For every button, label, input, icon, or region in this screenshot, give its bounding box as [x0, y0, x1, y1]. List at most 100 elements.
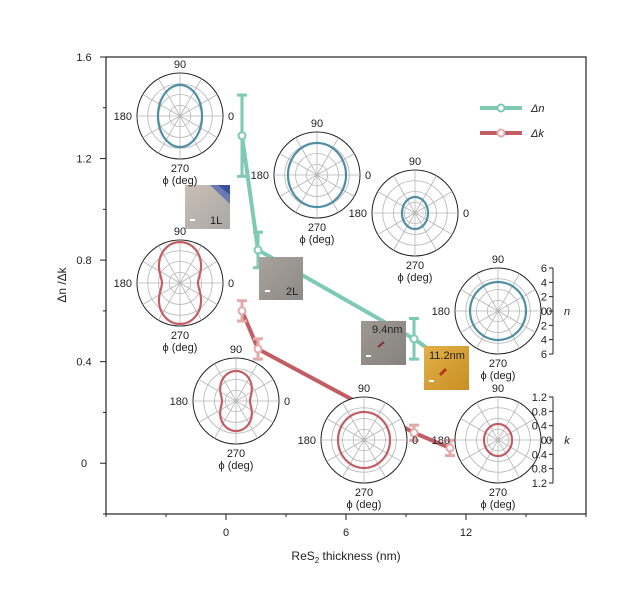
inset-2L: 2L: [259, 257, 303, 300]
n-scale-label: 4: [541, 277, 547, 289]
inset-2L-scalebar: [265, 290, 270, 292]
dk-line: [240, 310, 451, 450]
polar-axis-unit: ϕ (deg): [398, 272, 433, 284]
x-tick-label: 6: [343, 527, 349, 539]
polar-curve: [157, 241, 203, 325]
polar-label-90: 90: [230, 344, 242, 356]
polar-grid-spoke: [142, 261, 218, 305]
y-tick-label: 1.6: [76, 52, 91, 64]
n-scale-label: 6: [541, 349, 547, 361]
inset-1L-flake-edge: [218, 185, 230, 195]
inset-9-4nm: 9.4nm: [361, 321, 406, 365]
polar-label-270: 270: [171, 163, 189, 175]
polar-label-270: 270: [171, 330, 189, 342]
n-scale-name: n: [564, 306, 570, 318]
polar-label-0: 0: [463, 208, 469, 220]
inset-11-2nm-flake: [438, 367, 448, 377]
k-scale-label: 0: [541, 435, 547, 447]
polar-label-180: 180: [349, 208, 367, 220]
y-tick-label: 0: [81, 458, 87, 470]
polar-label-270: 270: [406, 260, 424, 272]
polar-label-90: 90: [492, 254, 504, 266]
polar-label-270: 270: [227, 448, 245, 460]
inset-1L-label: 1L: [210, 215, 222, 227]
y-tick-label: 0.4: [76, 357, 91, 369]
polar-label-180: 180: [251, 170, 269, 182]
n-scale-label: 4: [541, 335, 547, 347]
inset-11-2nm: 11.2nm: [424, 346, 469, 390]
polar-axis-unit: ϕ (deg): [219, 460, 254, 472]
polar-label-270: 270: [355, 487, 373, 499]
k-scale-label: 0.8: [532, 464, 547, 476]
polar-axis-unit: ϕ (deg): [300, 234, 335, 246]
polar-label-0: 0: [412, 435, 418, 447]
n-scale-label: 6: [541, 263, 547, 275]
polar-axis-unit: ϕ (deg): [163, 342, 198, 354]
k-scale-name: k: [564, 435, 570, 447]
polar-axis-unit: ϕ (deg): [481, 499, 516, 511]
inset-9-4nm-label: 9.4nm: [372, 324, 403, 336]
n-scale-label: 2: [541, 320, 547, 332]
polar-curve: [286, 141, 348, 209]
legend-dk-label: Δk: [530, 128, 544, 140]
polar-label-180: 180: [432, 435, 450, 447]
k-scale-label: 0.8: [532, 406, 547, 418]
inset-11-2nm-label: 11.2nm: [429, 350, 465, 362]
polar-curve: [400, 195, 430, 231]
legend: Δn Δk: [480, 103, 545, 140]
polar-label-0: 0: [284, 396, 290, 408]
dn-point: [253, 245, 263, 255]
y-tick-label: 1.2: [76, 154, 91, 166]
inset-1L-scalebar: [190, 219, 195, 221]
polar-curve: [482, 422, 514, 458]
k-scale-label: 1.2: [532, 392, 547, 404]
dn-point: [409, 334, 419, 344]
n-scale: 6 4 2 0 2 4 6 n: [541, 263, 570, 361]
k-scale-label: 0.4: [532, 421, 547, 433]
polar-label-270: 270: [489, 358, 507, 370]
y-tick-label: 0.8: [76, 255, 91, 267]
polar-label-90: 90: [311, 118, 323, 130]
x-tick-label: 0: [223, 527, 229, 539]
legend-dk-marker: [496, 128, 506, 138]
x-tick-label: 12: [460, 527, 472, 539]
inset-2L-image: [259, 257, 303, 300]
polar-label-180: 180: [432, 306, 450, 318]
polar-curve: [156, 83, 204, 149]
polar-label-90: 90: [358, 383, 370, 395]
polar-label-270: 270: [489, 487, 507, 499]
y-axis-label: Δn /Δk: [55, 266, 69, 302]
polar-curve: [336, 410, 392, 470]
polar-label-90: 90: [492, 383, 504, 395]
polar-grid-spoke: [198, 379, 274, 423]
polar-label-180: 180: [114, 278, 132, 290]
polar-label-180: 180: [114, 111, 132, 123]
inset-9-4nm-scalebar: [366, 355, 371, 357]
polar-grid-spoke: [142, 94, 218, 138]
polar-axis-unit: ϕ (deg): [347, 499, 382, 511]
polar-grid-spoke: [377, 191, 453, 235]
polar-curve: [468, 280, 528, 342]
inset-9-4nm-flake: [377, 341, 385, 348]
polar-grid-spoke: [460, 418, 536, 462]
n-scale-label: 2: [541, 292, 547, 304]
n-scale-label: 0: [541, 306, 547, 318]
polar-label-180: 180: [298, 435, 316, 447]
x-axis-label: ReS2 thickness (nm): [291, 549, 400, 565]
polar-grid-spoke: [326, 418, 402, 462]
polar-label-180: 180: [170, 396, 188, 408]
x-axis-ticks: 0 6 12: [105, 514, 587, 539]
k-scale: 1.20.80.400.40.81.2k: [532, 392, 571, 490]
k-scale-label: 1.2: [532, 478, 547, 490]
dn-point: [237, 131, 247, 141]
dk-point: [409, 428, 419, 438]
